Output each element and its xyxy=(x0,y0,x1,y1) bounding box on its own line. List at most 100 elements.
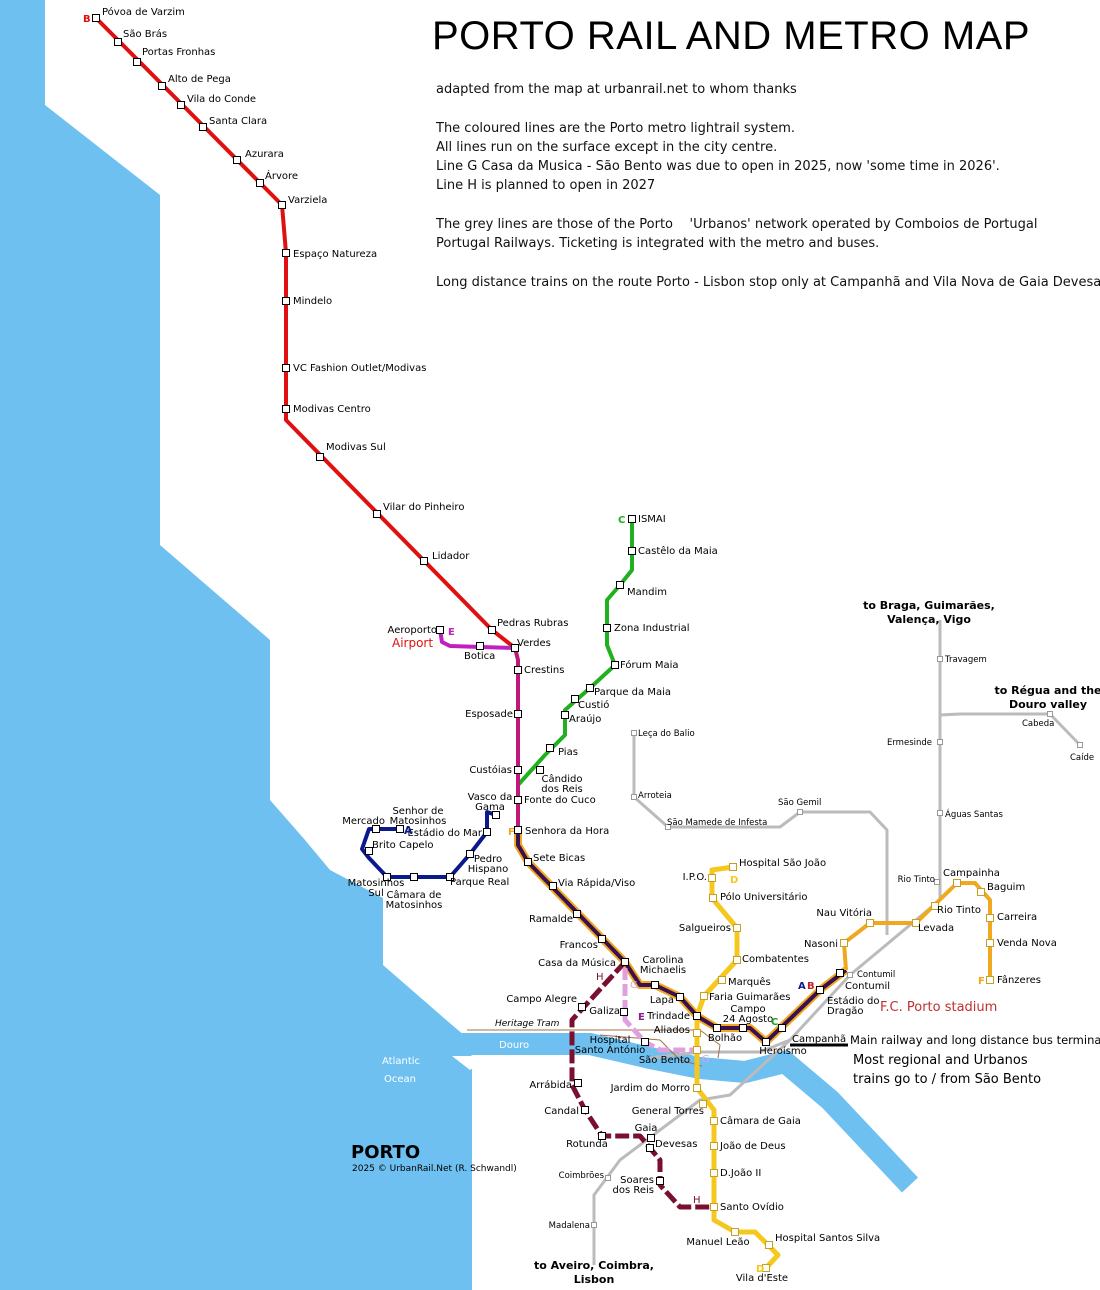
station-marker xyxy=(765,1241,773,1249)
station-marker xyxy=(514,766,522,774)
station-label: Árvore xyxy=(265,169,298,182)
station-marker xyxy=(937,656,943,662)
station-marker xyxy=(114,38,122,46)
station-marker xyxy=(1077,742,1083,748)
station-marker xyxy=(847,972,853,978)
station-marker xyxy=(158,82,166,90)
rail-line-douro xyxy=(939,712,1082,747)
map-title: PORTO RAIL AND METRO MAP xyxy=(432,14,1031,58)
ocean-label: Ocean xyxy=(384,1074,416,1085)
station-label: Santa Clara xyxy=(209,116,267,127)
station-label: Portas Fronhas xyxy=(142,47,215,58)
to-regua-label: Douro valley xyxy=(1009,698,1087,711)
station-marker xyxy=(616,581,624,589)
river-label: Douro xyxy=(499,1040,529,1051)
station-marker xyxy=(986,976,994,984)
station-label: Jardim do Morro xyxy=(610,1083,690,1094)
station-marker xyxy=(986,939,994,947)
station-label: Araújo xyxy=(569,713,601,725)
station-marker xyxy=(598,1132,606,1140)
line-letter-h: H xyxy=(596,972,604,983)
station-label: Esposade xyxy=(465,709,513,720)
station-label: João de Deus xyxy=(719,1141,786,1152)
station-label: Combatentes xyxy=(742,954,809,965)
station-marker xyxy=(628,547,636,555)
station-marker xyxy=(797,809,803,815)
station-marker xyxy=(693,1084,701,1092)
station-label: VC Fashion Outlet/Modivas xyxy=(293,363,426,374)
to-aveiro-label: to Aveiro, Coimbra, xyxy=(534,1259,654,1272)
metro-line-a xyxy=(360,810,497,879)
station-label: Águas Santas xyxy=(945,808,1003,820)
station-marker xyxy=(603,624,611,632)
atlantic-ocean xyxy=(0,0,472,1290)
station-marker xyxy=(483,828,491,836)
station-label: Botica xyxy=(464,651,495,662)
station-label: Custóias xyxy=(469,764,512,776)
station-label: Sete Bicas xyxy=(533,853,585,864)
line-letter-b: B xyxy=(83,14,91,25)
station-marker xyxy=(840,939,848,947)
station-label: Fonte do Cuco xyxy=(524,795,596,806)
station-label: Crestins xyxy=(524,665,564,676)
station-label: General Torres xyxy=(632,1106,704,1117)
station-label: Parque da Maia xyxy=(594,687,671,698)
station-marker xyxy=(488,626,496,634)
station-label: Baguim xyxy=(987,882,1025,893)
station-label: Vila do Conde xyxy=(187,94,256,105)
station-label: Caíde xyxy=(1070,753,1094,763)
intro-line: Line G Casa da Musica - São Bento was du… xyxy=(436,159,1000,174)
station-marker xyxy=(700,992,708,1000)
station-marker xyxy=(199,123,207,131)
station-label: Trindade xyxy=(646,1011,690,1022)
station-label: Rio Tinto xyxy=(937,905,981,916)
station-marker xyxy=(953,879,961,887)
station-marker xyxy=(591,1222,597,1228)
station-label: Câmara de Gaia xyxy=(720,1115,801,1127)
station-marker xyxy=(581,1106,589,1114)
station-marker xyxy=(476,642,484,650)
station-marker xyxy=(739,1024,747,1032)
heritage-tram-line xyxy=(467,1029,721,1059)
station-marker xyxy=(546,744,554,752)
station-label: D.João II xyxy=(720,1168,761,1179)
station-label: Póvoa de Varzim xyxy=(102,6,185,18)
station-label: Hospital Santos Silva xyxy=(775,1233,880,1244)
station-marker xyxy=(646,1144,654,1152)
station-marker xyxy=(92,14,100,22)
station-label: Contumil xyxy=(845,981,890,992)
station-marker xyxy=(373,510,381,518)
station-label: Marquês xyxy=(728,976,771,988)
station-marker xyxy=(631,730,637,736)
airport-label: Airport xyxy=(392,636,433,650)
line-letter-f: F xyxy=(978,976,985,987)
station-label: Vilar do Pinheiro xyxy=(383,502,464,513)
station-label: Azurara xyxy=(245,149,284,160)
copyright: 2025 © UrbanRail.Net (R. Schwandl) xyxy=(352,1164,517,1174)
station-marker xyxy=(436,626,444,634)
station-marker xyxy=(365,847,373,855)
station-marker xyxy=(372,825,380,833)
station-marker xyxy=(699,1100,707,1108)
station-label: Candal xyxy=(544,1106,579,1117)
station-marker xyxy=(282,297,290,305)
station-label: Hospital São João xyxy=(739,858,826,869)
station-label: Lapa xyxy=(650,995,674,1006)
station-label: Carreira xyxy=(997,912,1037,923)
station-marker xyxy=(778,1024,786,1032)
station-label: Nasoni xyxy=(804,939,838,950)
to-braga-label: to Braga, Guimarães, xyxy=(863,599,995,612)
station-marker xyxy=(282,249,290,257)
station-marker xyxy=(396,825,404,833)
station-marker xyxy=(514,796,522,804)
rail-line-leixoes xyxy=(632,733,889,935)
line-letter-f: F xyxy=(508,827,515,838)
station-label: Pedras Rubras xyxy=(497,618,568,629)
station-label: Devesas xyxy=(655,1139,697,1150)
intro-line: Line H is planned to open in 2027 xyxy=(436,178,656,193)
station-label: Coimbrões xyxy=(559,1171,605,1181)
station-marker xyxy=(282,405,290,413)
